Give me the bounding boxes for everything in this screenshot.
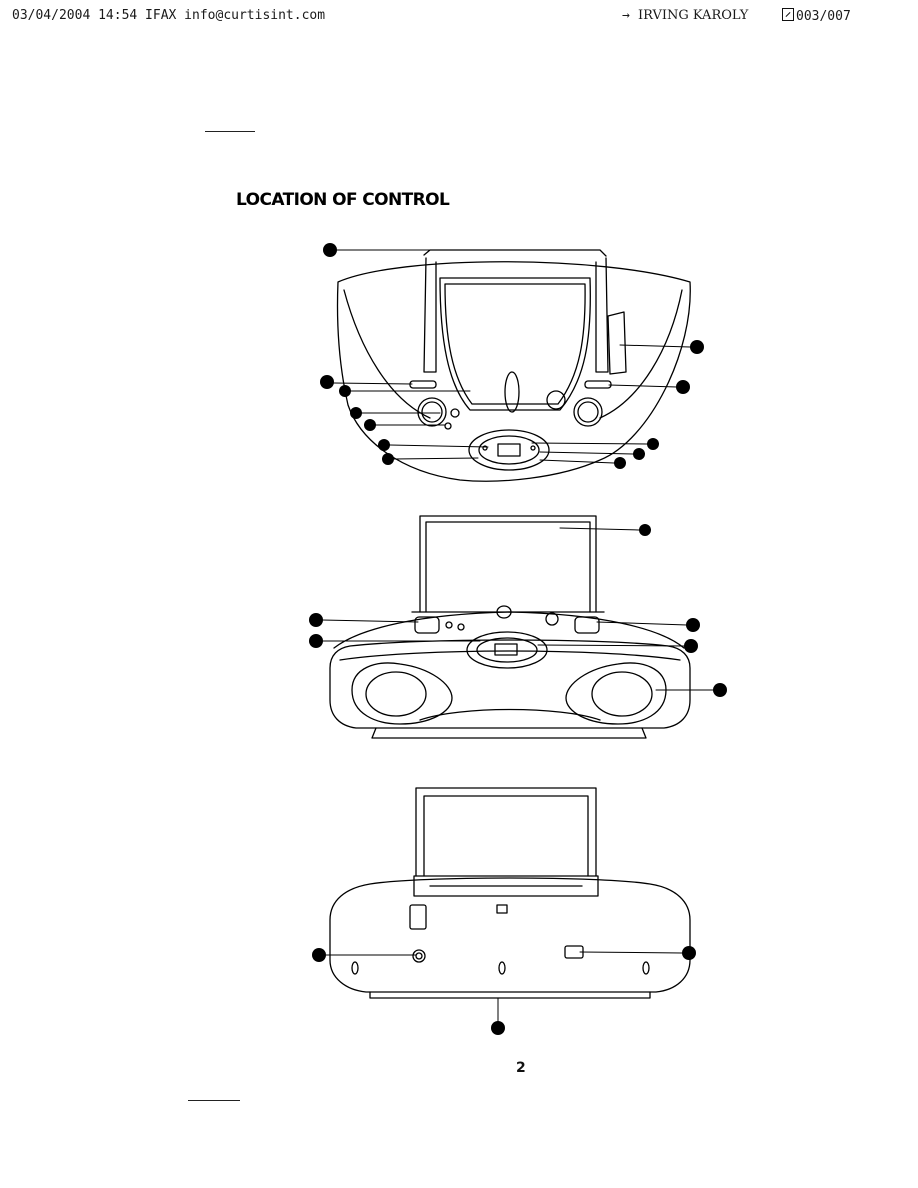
- callout-label: 18: [688, 622, 698, 630]
- fax-arrow: →: [622, 8, 630, 23]
- callout-top-5: 5: [364, 419, 376, 431]
- callout-top-6: 6: [339, 385, 351, 397]
- callout-label: 13: [314, 952, 324, 960]
- bottom-margin-rule: [188, 1100, 240, 1101]
- callout-label: 1: [618, 460, 623, 468]
- top-margin-rule: [205, 131, 255, 132]
- callout-top-7: 7: [382, 453, 394, 465]
- callout-top-3: 3: [350, 407, 362, 419]
- fax-page-counter-text: 003/007: [796, 9, 851, 24]
- callout-label: 12: [715, 687, 725, 695]
- callout-label: 2: [382, 442, 387, 450]
- callout-top-17: 17: [676, 380, 690, 394]
- callout-front-21: 21: [684, 639, 698, 653]
- callout-label: 17: [678, 384, 688, 392]
- callout-label: 11: [692, 344, 702, 352]
- front-view-drawing: [329, 515, 691, 739]
- fax-page-counter: 003/007: [782, 8, 851, 24]
- fax-header: 03/04/2004 14:54 IFAX info@curtisint.com…: [0, 6, 918, 26]
- callout-label: 7: [386, 456, 391, 464]
- callout-top-8: 8: [647, 438, 659, 450]
- callout-label: 6: [343, 388, 348, 396]
- callout-label: 14: [311, 617, 321, 625]
- page-number: 2: [516, 1060, 526, 1076]
- callout-label: 21: [686, 643, 696, 651]
- callout-back-19: 19: [491, 1021, 505, 1035]
- callout-top-16: 16: [320, 375, 334, 389]
- callout-label: 19: [493, 1025, 503, 1033]
- callout-front-18: 18: [686, 618, 700, 632]
- callout-front-12: 12: [713, 683, 727, 697]
- callout-label: 20: [311, 638, 321, 646]
- callout-label: 4: [637, 451, 642, 459]
- fax-page-icon: [782, 8, 794, 21]
- callout-label: 9: [643, 527, 648, 535]
- callout-top-11: 11: [690, 340, 704, 354]
- callout-label: 8: [651, 441, 656, 449]
- callout-back-18: 18: [682, 946, 696, 960]
- callout-front-14: 14: [309, 613, 323, 627]
- fax-recipient: IRVING KAROLY: [638, 8, 749, 23]
- callout-top-2: 2: [378, 439, 390, 451]
- top-view-drawing: [336, 249, 691, 482]
- back-view-drawing: [329, 787, 691, 999]
- callout-label: 5: [368, 422, 373, 430]
- section-title: LOCATION OF CONTROL: [236, 190, 450, 210]
- callout-top-15: 15: [323, 243, 337, 257]
- callout-label: 15: [325, 247, 335, 255]
- callout-top-4: 4: [633, 448, 645, 460]
- callout-top-1: 1: [614, 457, 626, 469]
- callout-label: 16: [322, 379, 332, 387]
- callout-back-13: 13: [312, 948, 326, 962]
- callout-label: 18: [684, 950, 694, 958]
- callout-front-9: 9: [639, 524, 651, 536]
- fax-sender-line: 03/04/2004 14:54 IFAX info@curtisint.com: [12, 8, 326, 23]
- callout-label: 3: [354, 410, 359, 418]
- callout-front-20: 20: [309, 634, 323, 648]
